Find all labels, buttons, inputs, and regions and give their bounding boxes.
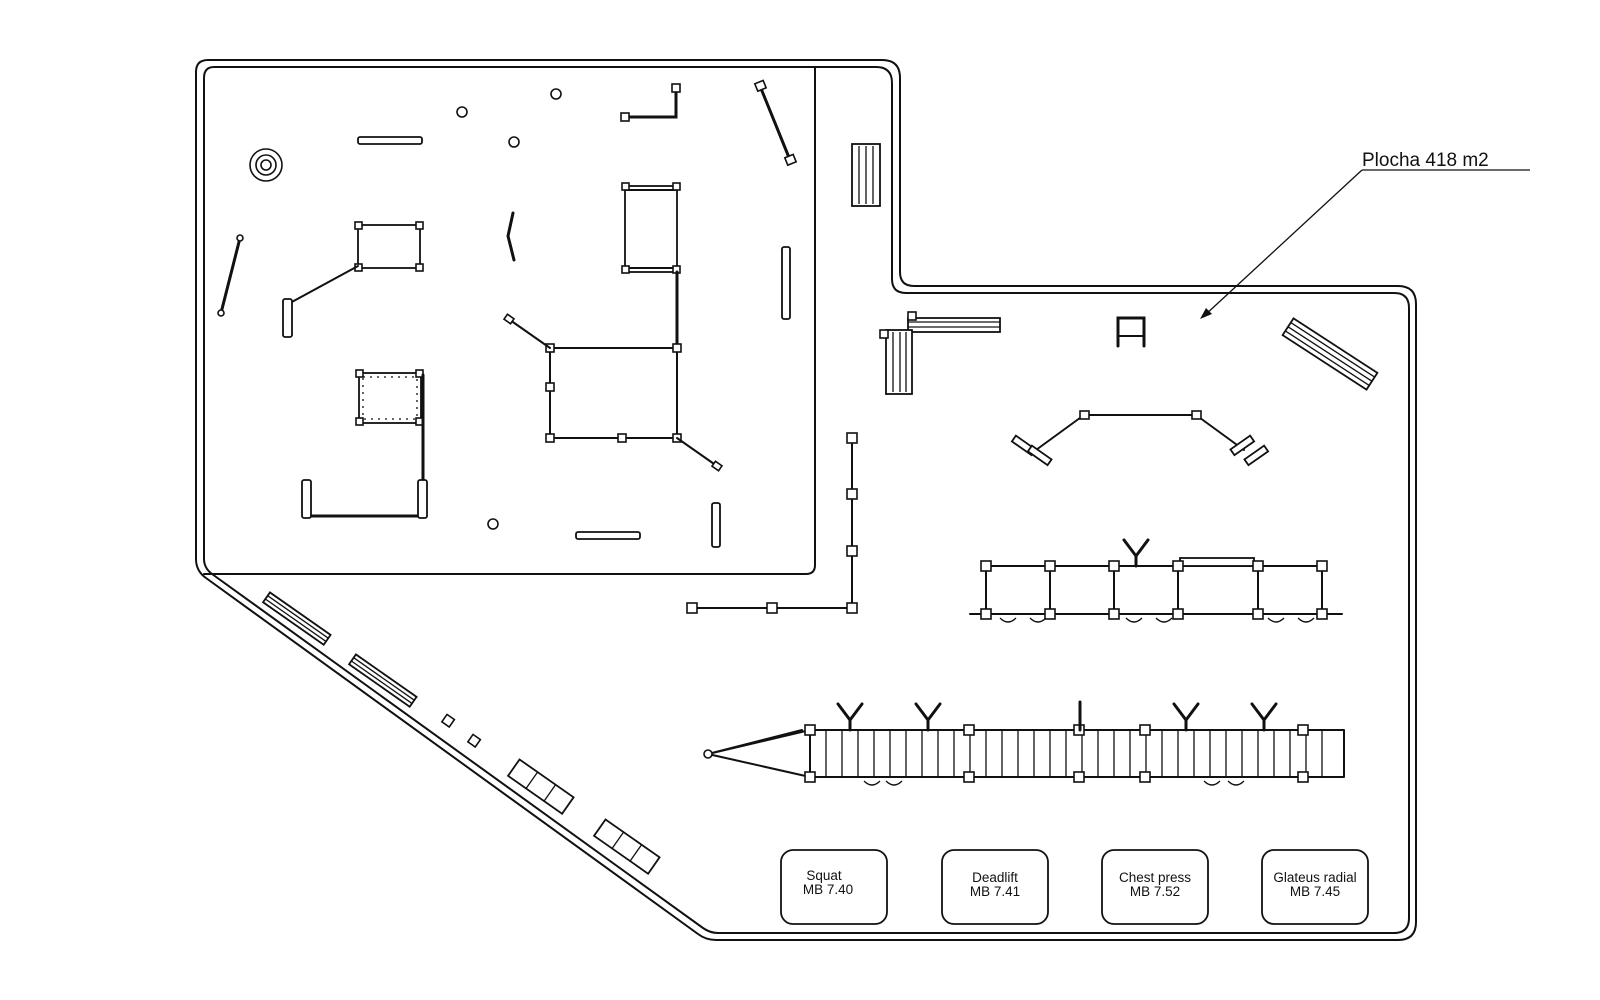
station-sign-deadlift: Deadlift MB 7.41 bbox=[941, 849, 1049, 925]
inner-zone-boundary bbox=[203, 66, 816, 575]
inner-zone-equipment bbox=[217, 79, 798, 548]
right-zone-equipment bbox=[686, 143, 1379, 786]
long-rig-rungs bbox=[825, 730, 1323, 777]
area-annotation bbox=[1200, 169, 1530, 319]
diagonal-strip-equipment bbox=[261, 591, 661, 875]
station-name-squat: Squat bbox=[806, 868, 842, 883]
station-sign-glateus-radial: Glateus radial MB 7.45 bbox=[1261, 849, 1369, 925]
station-code-glateus-radial: MB 7.45 bbox=[1290, 884, 1340, 899]
station-sign-chest-press: Chest press MB 7.52 bbox=[1101, 849, 1209, 925]
station-name-chest-press: Chest press bbox=[1119, 870, 1191, 885]
station-name-deadlift: Deadlift bbox=[972, 870, 1018, 885]
station-name-glateus-radial: Glateus radial bbox=[1273, 870, 1356, 885]
station-code-squat: MB 7.40 bbox=[803, 882, 853, 897]
station-code-deadlift: MB 7.41 bbox=[970, 884, 1020, 899]
station-sign-squat: Squat MB 7.40 bbox=[780, 849, 888, 925]
area-label: Plocha 418 m2 bbox=[1362, 150, 1489, 171]
station-code-chest-press: MB 7.52 bbox=[1130, 884, 1180, 899]
site-boundary bbox=[195, 59, 1417, 941]
